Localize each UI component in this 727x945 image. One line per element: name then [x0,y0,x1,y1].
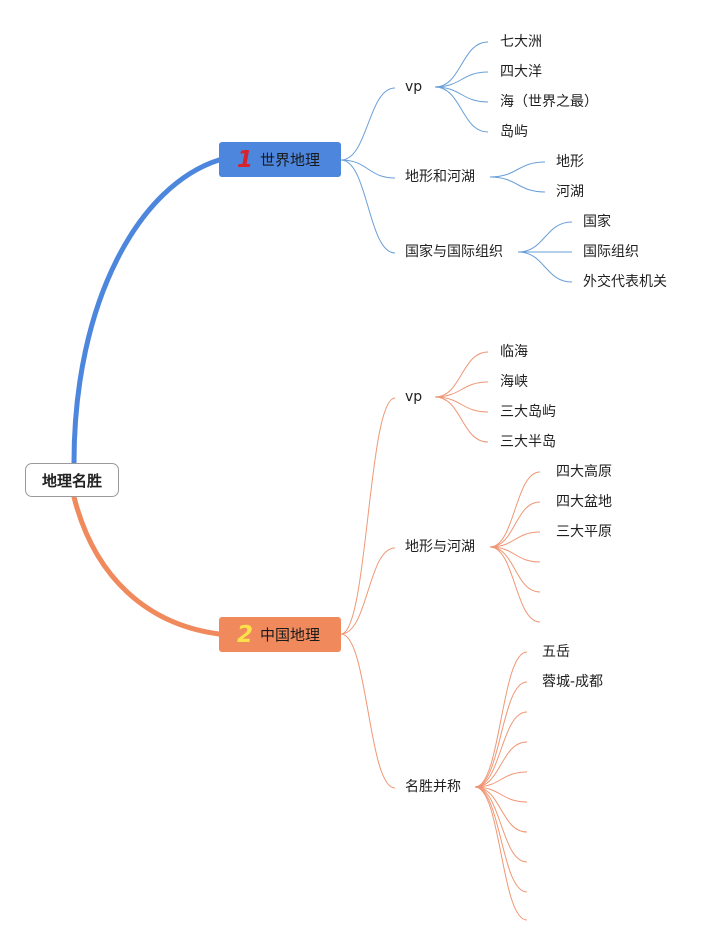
china-leaf-connector [474,711,528,788]
branch-label: 世界地理 [260,151,321,169]
world-leaf-connector [434,71,489,88]
leaf-four-plateaus[interactable]: 四大高原 [556,464,612,480]
topic-world-vp[interactable]: vp [405,79,423,95]
topic-china-scenic-pairs[interactable]: 名胜并称 [405,779,461,795]
leaf-five-mountains[interactable]: 五岳 [542,644,570,660]
china-leaf-connector [474,786,528,893]
china-leaf-connector [489,471,541,548]
root-label: 地理名胜 [41,471,102,490]
leaf-rivers-lakes[interactable]: 河湖 [556,184,584,200]
china-leaf-connector [474,786,528,803]
world-leaf-connector [517,221,573,253]
branch-world-geography[interactable]: 1 世界地理 [219,142,341,177]
leaf-three-islands[interactable]: 三大岛屿 [500,404,556,420]
root-to-china-connector [71,494,222,637]
china-leaf-connector [489,531,541,548]
leaf-chengdu[interactable]: 蓉城-成都 [542,674,604,690]
leaf-diplomatic-missions[interactable]: 外交代表机关 [583,274,667,290]
china-leaf-connector [489,546,541,593]
world-leaf-connector [489,161,546,178]
topic-world-terrain-rivers[interactable]: 地形和河湖 [405,169,475,185]
branch-china-geography[interactable]: 2 中国地理 [219,617,341,652]
world-connectors [340,41,573,283]
leaf-islands[interactable]: 岛屿 [500,124,528,140]
world-topic-connector [340,159,396,254]
leaf-three-plains[interactable]: 三大平原 [556,524,612,540]
world-leaf-connector [434,86,489,103]
world-leaf-connector [434,41,489,88]
china-leaf-connector [434,396,489,443]
world-leaf-connector [489,176,546,193]
china-leaf-connector [489,546,541,623]
leaf-seas[interactable]: 海（世界之最） [500,94,598,110]
china-connectors [340,351,541,921]
world-topic-connector [340,87,396,161]
topic-china-vp[interactable]: vp [405,389,423,405]
branch-label: 中国地理 [260,626,321,644]
topic-china-terrain-rivers[interactable]: 地形与河湖 [405,539,475,555]
china-leaf-connector [474,786,528,833]
branch-number-badge: 2 [237,621,254,648]
leaf-three-peninsulas[interactable]: 三大半岛 [500,434,556,450]
china-leaf-connector [474,651,528,788]
leaf-four-oceans[interactable]: 四大洋 [500,64,542,80]
branch-number-badge: 1 [237,146,254,173]
china-leaf-connector [489,501,541,548]
leaf-straits[interactable]: 海峡 [500,374,528,390]
china-topic-connector [340,397,396,635]
leaf-countries[interactable]: 国家 [583,214,611,230]
leaf-intl-orgs[interactable]: 国际组织 [583,244,639,260]
topic-world-countries-orgs[interactable]: 国家与国际组织 [405,244,503,260]
china-leaf-connector [474,771,528,788]
china-topic-connector [340,547,396,635]
china-leaf-connector [474,786,528,863]
china-leaf-connector [474,681,528,788]
china-leaf-connector [474,786,528,921]
leaf-terrain[interactable]: 地形 [556,154,584,170]
leaf-seven-continents[interactable]: 七大洲 [500,34,542,50]
root-node[interactable]: 地理名胜 [25,463,119,497]
world-topic-connector [340,159,396,179]
china-leaf-connector [489,546,541,563]
china-leaf-connector [474,741,528,788]
root-to-world-connector [71,157,222,466]
leaf-adjacent-seas[interactable]: 临海 [500,344,528,360]
china-leaf-connector [434,381,489,398]
world-leaf-connector [517,251,573,283]
china-leaf-connector [434,351,489,398]
leaf-four-basins[interactable]: 四大盆地 [556,494,612,510]
china-leaf-connector [434,396,489,413]
world-leaf-connector [434,86,489,133]
china-topic-connector [340,633,396,789]
